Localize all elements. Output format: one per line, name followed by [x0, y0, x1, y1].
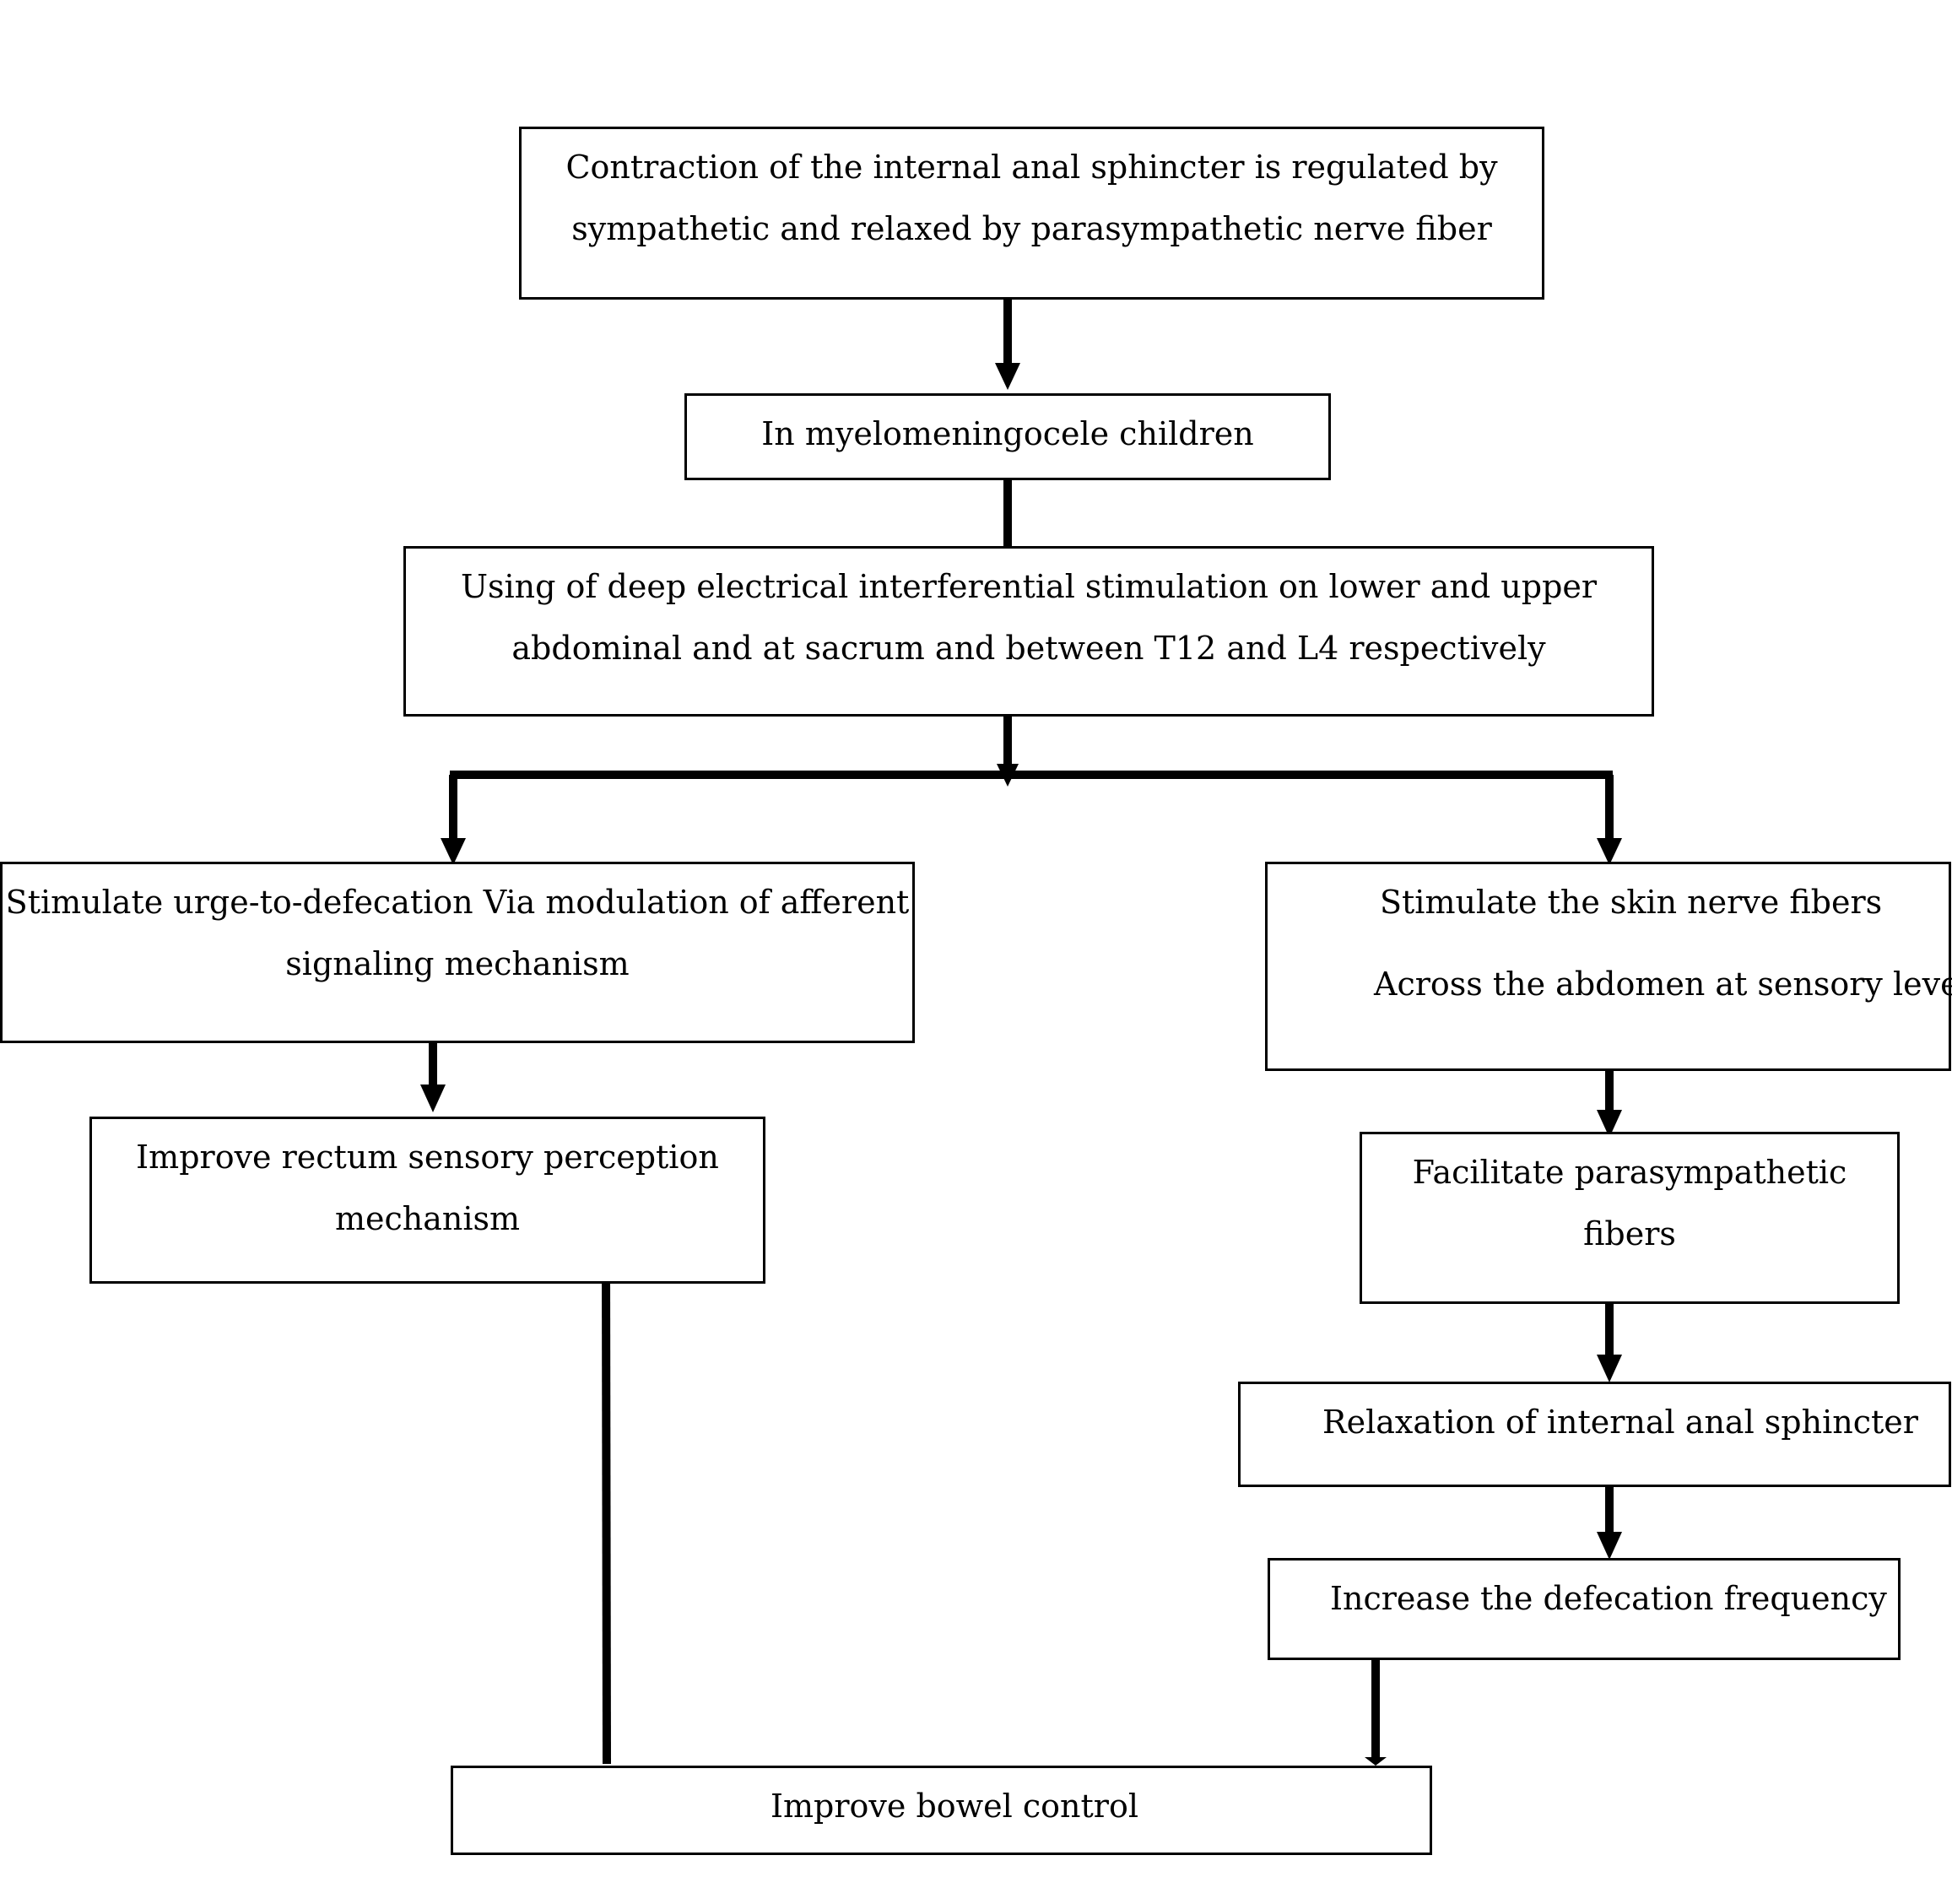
node-text-line: In myelomeningocele children — [761, 415, 1254, 452]
node-increase-defecation-frequency: Increase the defecation frequency — [1268, 1558, 1901, 1660]
node-improve-bowel-control: Improve bowel control — [451, 1766, 1432, 1855]
node-text-line: Stimulate urge-to-defecation Via modulat… — [5, 884, 910, 921]
node-text-line: Stimulate the skin nerve fibers — [1380, 884, 1883, 921]
node-improve-rectum-perception: Improve rectum sensory perception mechan… — [89, 1117, 765, 1284]
node-text-line: Contraction of the internal anal sphinct… — [565, 149, 1498, 186]
node-text-line: Increase the defecation frequency — [1330, 1580, 1887, 1617]
node-text-line: mechanism — [334, 1200, 521, 1237]
node-text-line: fibers — [1583, 1215, 1676, 1252]
node-text-line: Using of deep electrical interferential … — [460, 568, 1598, 605]
node-myelomeningocele-children: In myelomeningocele children — [684, 393, 1331, 480]
node-text-line: Facilitate parasympathetic — [1412, 1154, 1847, 1191]
edge-parasym-to-relax — [1597, 1293, 1622, 1382]
node-text-line: Improve bowel control — [771, 1788, 1138, 1825]
node-text-line: Improve rectum sensory perception — [136, 1139, 719, 1176]
node-text-line: Relaxation of internal anal sphincter — [1322, 1404, 1918, 1441]
node-relaxation-sphincter: Relaxation of internal anal sphincter — [1238, 1382, 1951, 1487]
node-facilitate-parasympathetic: Facilitate parasympathetic fibers — [1360, 1132, 1900, 1304]
edge-rectum-to-bowel — [602, 1261, 611, 1765]
edge-split-to-urge — [441, 775, 466, 865]
node-stimulate-skin-nerves: Stimulate the skin nerve fibers Across t… — [1265, 862, 1952, 1071]
edge-top-to-myelo — [995, 300, 1020, 390]
edge-split-to-skin — [1597, 775, 1622, 865]
node-sphincter-regulation: Contraction of the internal anal sphinct… — [519, 127, 1544, 300]
node-text-line: abdominal and at sacrum and between T12 … — [511, 630, 1546, 667]
node-text-line: signaling mechanism — [285, 945, 630, 982]
node-text-line: Across the abdomen at sensory level — [1374, 966, 1952, 1003]
node-stimulate-urge: Stimulate urge-to-defecation Via modulat… — [0, 862, 915, 1043]
node-text-line: sympathetic and relaxed by parasympathet… — [571, 210, 1492, 247]
edge-freq-to-bowel — [1365, 1648, 1387, 1766]
node-interferential-stimulation: Using of deep electrical interferential … — [403, 546, 1654, 717]
